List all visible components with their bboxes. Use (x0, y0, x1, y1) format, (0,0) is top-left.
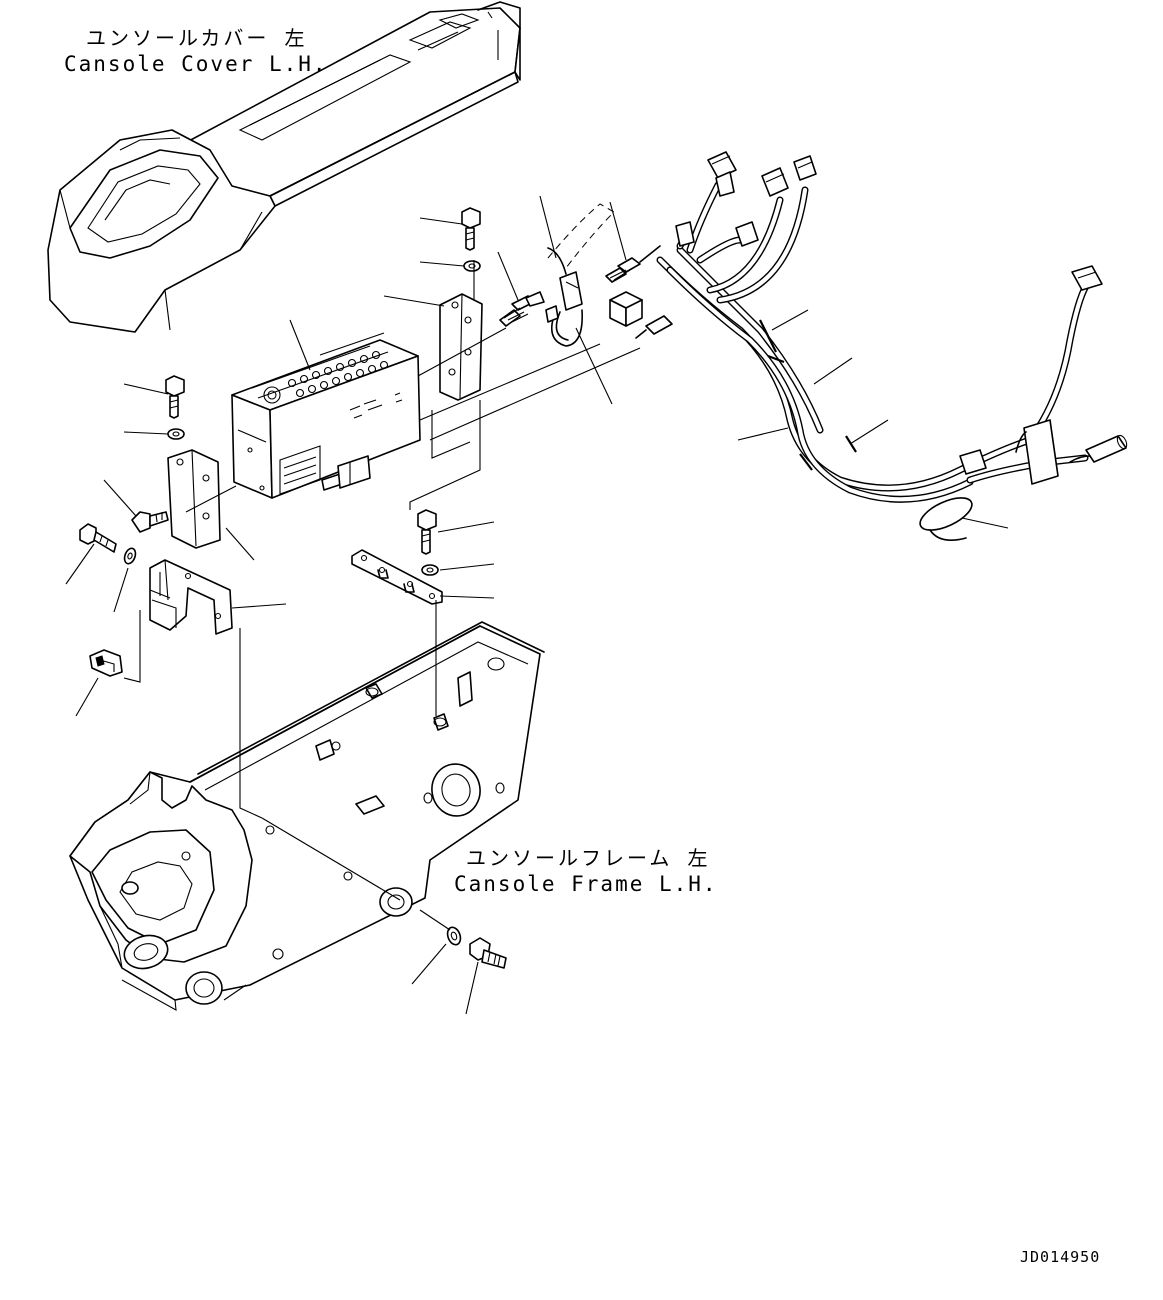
bolt-center-mid (417, 509, 437, 555)
fuse-pin (635, 315, 673, 339)
connector-plug-2 (605, 245, 661, 283)
bolt-left-2 (131, 511, 169, 533)
washer-center-mid (421, 564, 439, 576)
bolt-left-3 (79, 523, 117, 553)
drawing-code: JD014950 (1020, 1248, 1101, 1266)
washer-left-3 (123, 547, 137, 565)
clip-left (89, 649, 123, 677)
upper-bracket (439, 293, 483, 401)
console-frame-label-en: Cansole Frame L.H. (454, 872, 718, 896)
washer-left-1 (167, 428, 185, 440)
short-pigtail-harness (545, 203, 615, 347)
bolt-bottom (469, 937, 507, 969)
main-wiring-harness (656, 151, 1128, 541)
bolt-left-1 (165, 375, 185, 419)
left-bracket (167, 449, 221, 549)
assembly-guide-lines (123, 260, 641, 931)
controller-unit (231, 332, 421, 499)
console-frame-label-jp: ユンソールフレーム 左 (466, 846, 711, 870)
console-cover-label-jp: ユンソールカバー 左 (86, 26, 308, 50)
washer-top-center (463, 260, 481, 272)
console-cover-part (47, 1, 521, 333)
relay-block (609, 291, 643, 327)
u-bracket (149, 559, 233, 635)
flat-plate-bracket (351, 549, 443, 605)
callout-leaders (65, 195, 1009, 1015)
console-cover-label-en: Cansole Cover L.H. (64, 52, 328, 76)
connector-plug-1 (499, 291, 545, 327)
washer-bottom (446, 926, 462, 946)
bolt-top-center (461, 207, 481, 251)
console-frame-part (69, 621, 545, 1011)
